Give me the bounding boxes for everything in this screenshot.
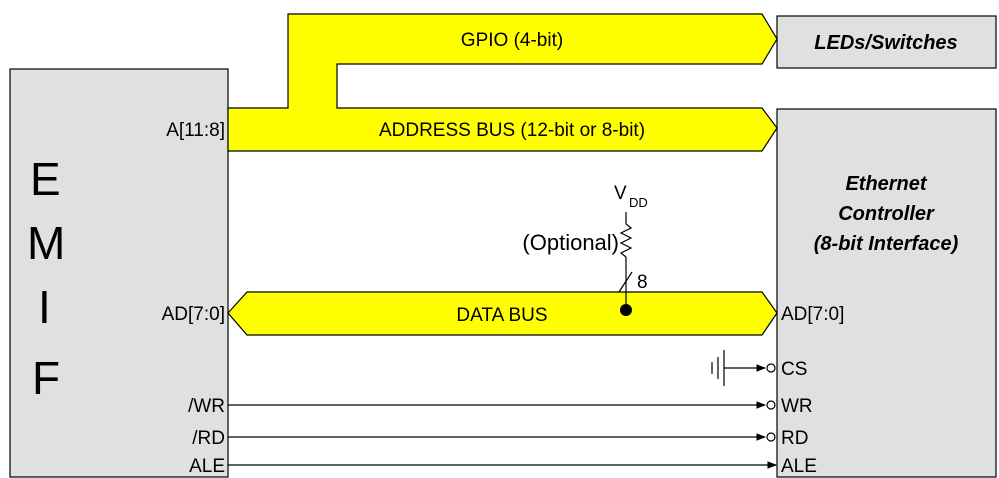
ethernet-pin-ale: ALE — [781, 456, 817, 477]
emif-block — [9, 68, 229, 478]
vdd-label: V — [614, 183, 627, 204]
emif-letter-i: I — [38, 281, 51, 333]
ground-icon — [711, 350, 725, 386]
emif-pin-a-hi: A[11:8] — [166, 120, 225, 141]
emif-letter-f: F — [32, 352, 60, 404]
emif-pin-wr: /WR — [188, 396, 225, 417]
wr-inversion-bubble — [766, 400, 776, 410]
vdd-subscript: DD — [629, 195, 648, 210]
cs-inversion-bubble — [766, 363, 776, 373]
pullup-width-label: 8 — [637, 272, 648, 293]
resistor-icon — [619, 223, 633, 258]
bus-junction-dot — [620, 304, 632, 316]
emif-pin-ad: AD[7:0] — [162, 304, 225, 325]
leds-switches-label: LEDs/Switches — [814, 32, 957, 54]
ethernet-title-line-3: (8-bit Interface) — [814, 233, 959, 255]
ethernet-controller-block — [776, 108, 997, 478]
gpio-bus-label: GPIO (4-bit) — [461, 30, 563, 51]
data-bus-label: DATA BUS — [456, 305, 547, 326]
emif-pin-rd: /RD — [192, 428, 225, 449]
emif-pin-ale: ALE — [189, 456, 225, 477]
emif-letter-m: M — [27, 217, 65, 269]
data-bus — [227, 291, 778, 336]
ethernet-pin-ad: AD[7:0] — [781, 304, 844, 325]
ethernet-pin-wr: WR — [781, 396, 813, 417]
gpio-address-bus — [227, 13, 778, 152]
rd-inversion-bubble — [766, 432, 776, 442]
bus-width-slash-icon — [618, 271, 633, 293]
leds-switches-block — [776, 15, 997, 69]
ethernet-title-line-1: Ethernet — [845, 173, 927, 195]
optional-label: (Optional) — [522, 230, 619, 255]
ethernet-pin-cs: CS — [781, 359, 807, 380]
ethernet-pin-rd: RD — [781, 428, 808, 449]
ethernet-title-line-2: Controller — [838, 203, 935, 225]
address-bus-label: ADDRESS BUS (12-bit or 8-bit) — [379, 120, 645, 141]
emif-letter-e: E — [30, 153, 61, 205]
